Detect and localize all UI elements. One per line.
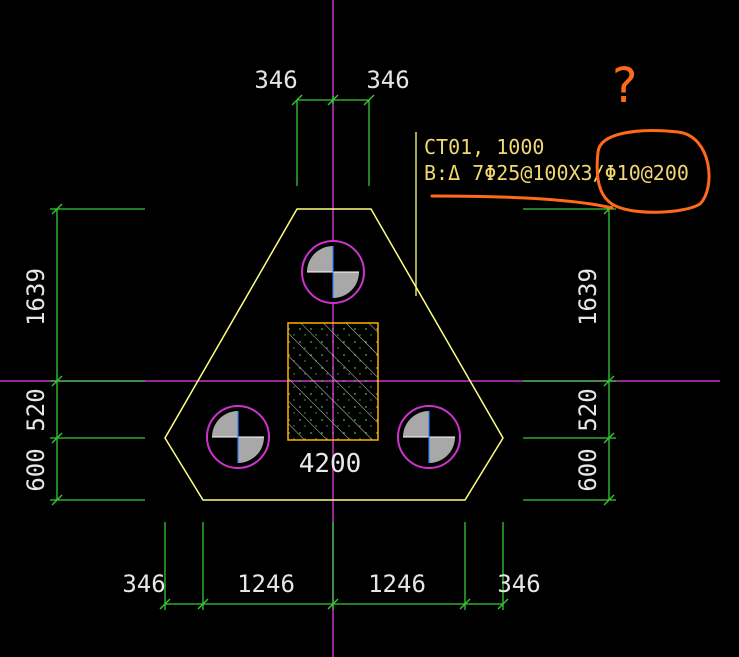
piles	[206, 240, 461, 469]
dim-right-bot: 600	[574, 448, 602, 491]
cap-size-label: 4200	[299, 449, 362, 479]
dim-bottom-3: 1246	[368, 570, 426, 598]
dim-top-left: 346	[254, 66, 297, 94]
cap-label-line2: B:Δ 7Φ25@100X3/Φ10@200	[424, 161, 689, 185]
hatched-column-icon	[287, 322, 379, 441]
hand-annotation	[430, 129, 711, 214]
dim-left-mid: 520	[22, 388, 50, 431]
annotation-circle	[595, 129, 711, 214]
dim-left-top: 1639	[22, 268, 50, 326]
annotation-underline	[430, 194, 614, 210]
pile-cap-outline	[164, 208, 504, 501]
cap-label-line1: CT01, 1000	[424, 135, 544, 159]
annotation-question-mark: ?	[612, 58, 637, 114]
dim-right-mid: 520	[574, 388, 602, 431]
pile-marker-icon	[206, 405, 270, 469]
pile-marker-icon	[397, 405, 461, 469]
dimension-lines	[50, 94, 616, 610]
dim-top-right: 346	[366, 66, 409, 94]
dim-bottom-4: 346	[497, 570, 540, 598]
dim-right-top: 1639	[574, 268, 602, 326]
dim-left-bot: 600	[22, 448, 50, 491]
pile-marker-icon	[301, 240, 365, 304]
dim-bottom-2: 1246	[237, 570, 295, 598]
dim-bottom-1: 346	[122, 570, 165, 598]
